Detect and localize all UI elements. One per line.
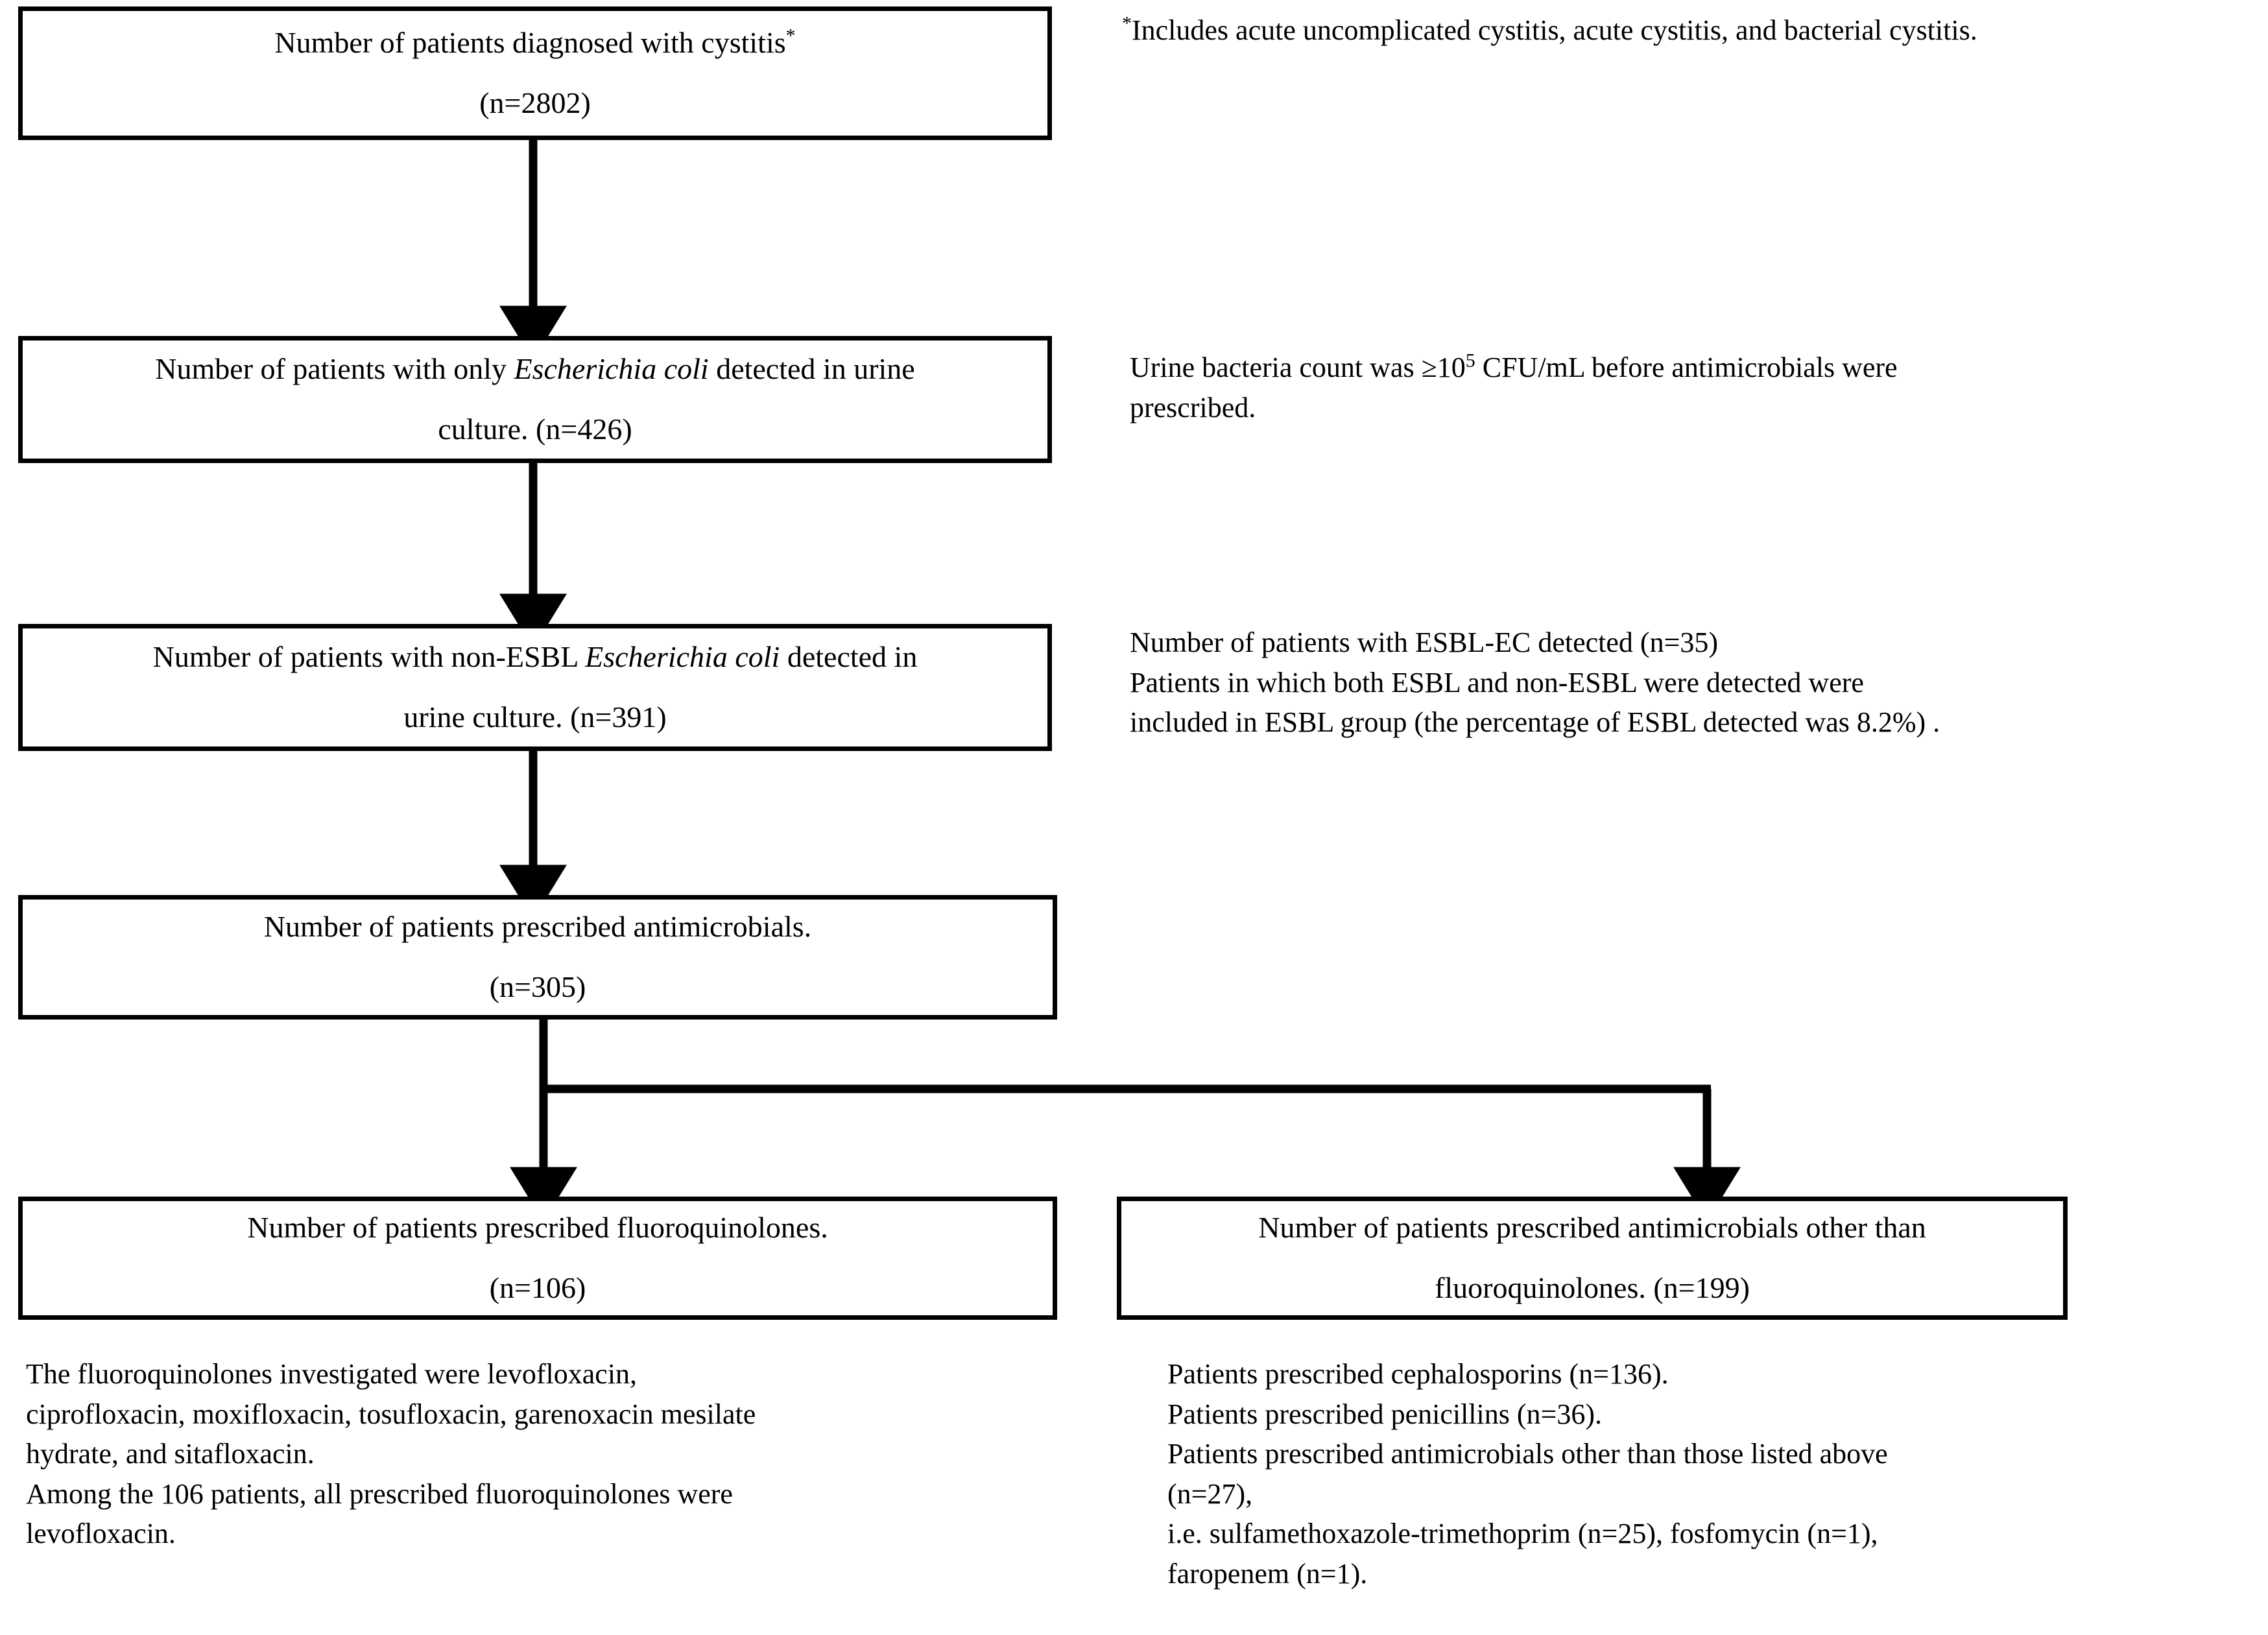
note-other-antimicrobials-breakdown: Patients prescribed cephalosporins (n=13… — [1167, 1358, 1888, 1590]
note-ecoli-post: CFU/mL before antimicrobials were prescr… — [1130, 352, 1898, 424]
cystitis-footnote-marker: * — [785, 25, 796, 47]
footnote-asterisk: * — [1122, 12, 1132, 34]
node-nonfq-line1: Number of patients prescribed antimicrob… — [1258, 1211, 1926, 1245]
node-non-esbl-escherichia-coli[interactable]: Number of patients with non-ESBL Escheri… — [18, 624, 1052, 751]
node-ecoli-line1: Number of patients with only Escherichia… — [155, 352, 915, 386]
species-name-italic: Escherichia coli — [585, 640, 780, 674]
node-fq-count: (n=106) — [489, 1271, 586, 1304]
node-nonfq-count: fluoroquinolones. (n=199) — [1435, 1271, 1750, 1304]
node-antimicrobial-count: (n=305) — [489, 970, 586, 1003]
node-prescribed-fluoroquinolones[interactable]: Number of patients prescribed fluoroquin… — [18, 1197, 1057, 1320]
exponent-five: 5 — [1465, 350, 1475, 372]
note-fluoroquinolones-list: The fluoroquinolones investigated were l… — [26, 1358, 756, 1550]
note-urine-bacteria-count: Urine bacteria count was ≥105 CFU/mL bef… — [1130, 348, 2258, 427]
node-fq-line1: Number of patients prescribed fluoroquin… — [247, 1211, 828, 1245]
node-only-escherichia-coli[interactable]: Number of patients with only Escherichia… — [18, 336, 1052, 463]
node-prescribed-antimicrobials[interactable]: Number of patients prescribed antimicrob… — [18, 895, 1057, 1020]
node-cystitis-count: (n=2802) — [479, 86, 591, 119]
node-ecoli-count: culture. (n=426) — [438, 412, 632, 446]
note-ecoli-pre: Urine bacteria count was ≥10 — [1130, 352, 1466, 383]
node-nonesbl-line1: Number of patients with non-ESBL Escheri… — [152, 640, 918, 674]
note-cystitis-text: Includes acute uncomplicated cystitis, a… — [1132, 14, 1977, 46]
node-antimicrobial-line1: Number of patients prescribed antimicrob… — [263, 910, 812, 944]
note-esbl-detected: Number of patients with ESBL-EC detected… — [1130, 627, 1940, 739]
node-nonesbl-count: urine culture. (n=391) — [403, 700, 667, 734]
node-prescribed-other-antimicrobials[interactable]: Number of patients prescribed antimicrob… — [1117, 1197, 2068, 1320]
note-cystitis-definition: *Includes acute uncomplicated cystitis, … — [1122, 10, 2263, 51]
node-cystitis-line1: Number of patients diagnosed with cystit… — [274, 25, 796, 60]
species-name-italic: Escherichia coli — [514, 352, 709, 386]
node-patients-diagnosed-cystitis[interactable]: Number of patients diagnosed with cystit… — [18, 6, 1052, 140]
